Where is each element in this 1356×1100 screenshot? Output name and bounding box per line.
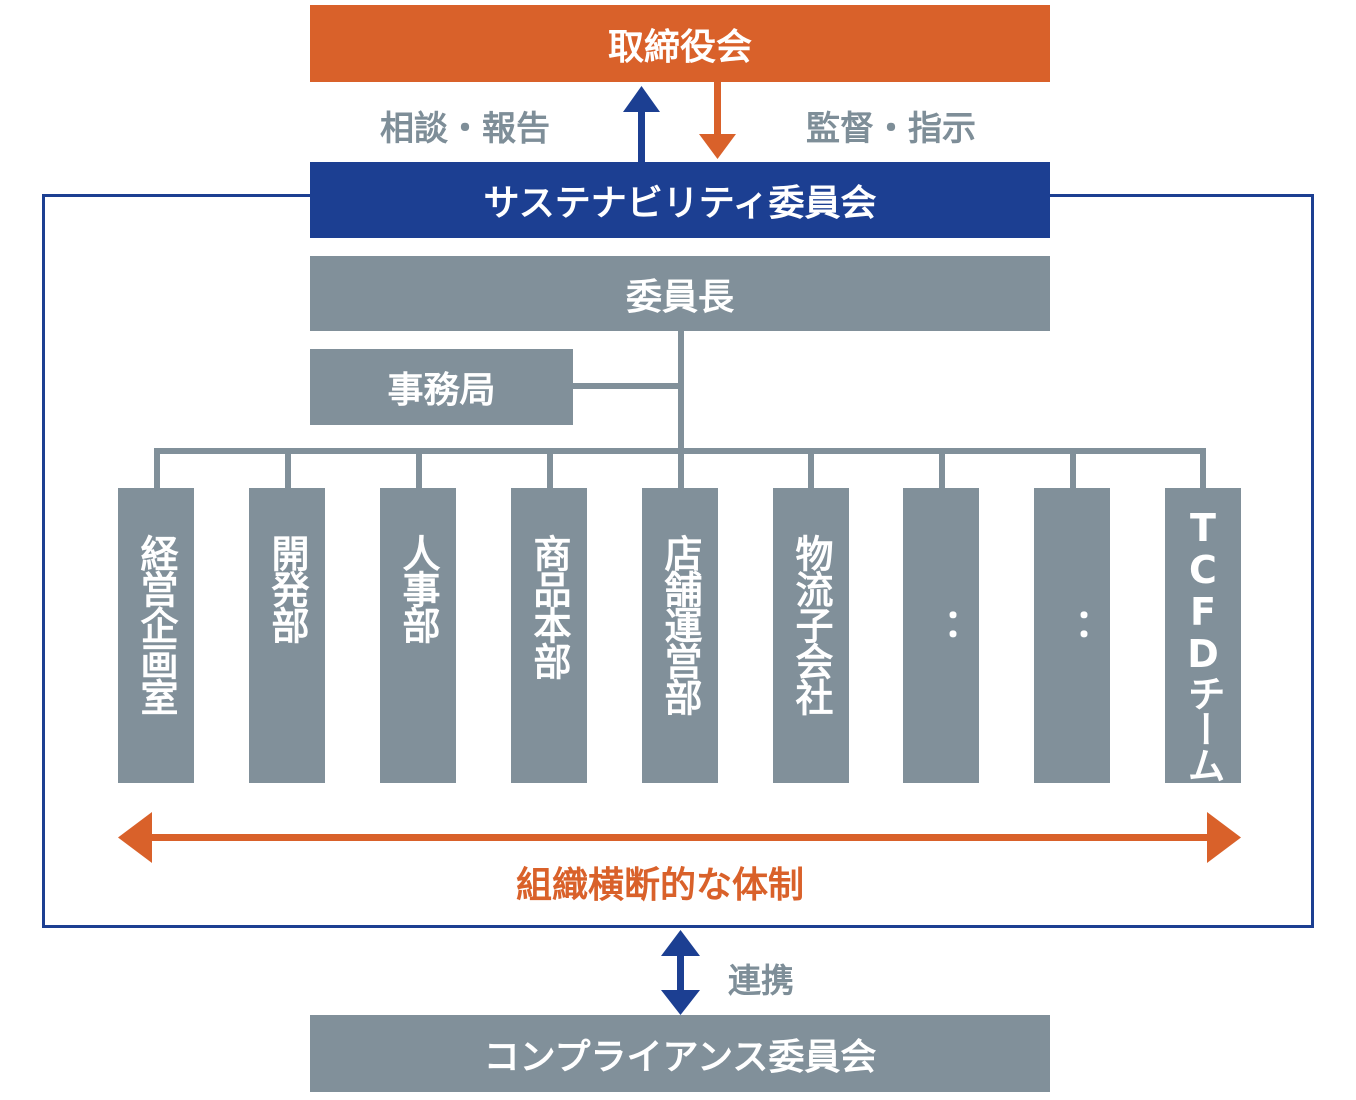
department-box: TCFDチーム — [1165, 488, 1241, 783]
department-label: 開発部 — [265, 534, 309, 642]
department-label: ： — [919, 608, 963, 644]
department-box: ： — [1034, 488, 1110, 783]
sustainability-committee-label: サステナビリティ委員会 — [483, 183, 877, 224]
department-box: 店舗運営部 — [642, 488, 718, 783]
department-label: TCFDチーム — [1181, 506, 1225, 782]
dept-drop-line — [939, 448, 945, 490]
secretariat-connector-line — [572, 383, 682, 389]
department-label: 商品本部 — [527, 534, 571, 678]
sustainability-committee-box: サステナビリティ委員会 — [310, 162, 1050, 238]
compliance-committee-label: コンプライアンス委員会 — [483, 1036, 877, 1078]
department-box: 経営企画室 — [118, 488, 194, 783]
dept-drop-line — [808, 448, 814, 490]
dept-drop-line — [285, 448, 291, 490]
chairperson-label: 委員長 — [625, 276, 734, 318]
department-box: 開発部 — [249, 488, 325, 783]
secretariat-label: 事務局 — [387, 370, 496, 411]
board-of-directors-label: 取締役会 — [607, 26, 752, 68]
chairperson-box: 委員長 — [310, 256, 1050, 331]
department-label: 物流子会社 — [789, 534, 833, 714]
up-arrow-icon — [623, 86, 660, 162]
secretariat-box: 事務局 — [310, 349, 573, 425]
department-box: 商品本部 — [511, 488, 587, 783]
department-label: 人事部 — [396, 534, 440, 642]
supervise-instruct-label: 監督・指示 — [806, 109, 976, 149]
dept-drop-line — [678, 448, 684, 490]
dept-drop-line — [154, 448, 160, 490]
dept-drop-line — [1200, 448, 1206, 490]
cross-org-double-arrow-icon — [118, 812, 1241, 863]
dept-drop-line — [416, 448, 422, 490]
down-arrow-icon — [699, 82, 736, 159]
dept-drop-line — [1070, 448, 1076, 490]
department-box: 人事部 — [380, 488, 456, 783]
department-box: 物流子会社 — [773, 488, 849, 783]
dept-drop-line — [547, 448, 553, 490]
link-double-arrow-icon — [661, 930, 700, 1015]
board-of-directors-box: 取締役会 — [310, 5, 1050, 82]
department-label: ： — [1050, 608, 1094, 644]
cross-org-label: 組織横断的な体制 — [516, 865, 805, 906]
department-label: 経営企画室 — [134, 534, 178, 714]
department-box: ： — [903, 488, 979, 783]
chair-trunk-line — [678, 330, 684, 452]
consult-report-label: 相談・報告 — [380, 109, 550, 149]
compliance-committee-box: コンプライアンス委員会 — [310, 1015, 1050, 1092]
department-label: 店舗運営部 — [658, 534, 702, 714]
link-label: 連携 — [728, 961, 794, 1000]
